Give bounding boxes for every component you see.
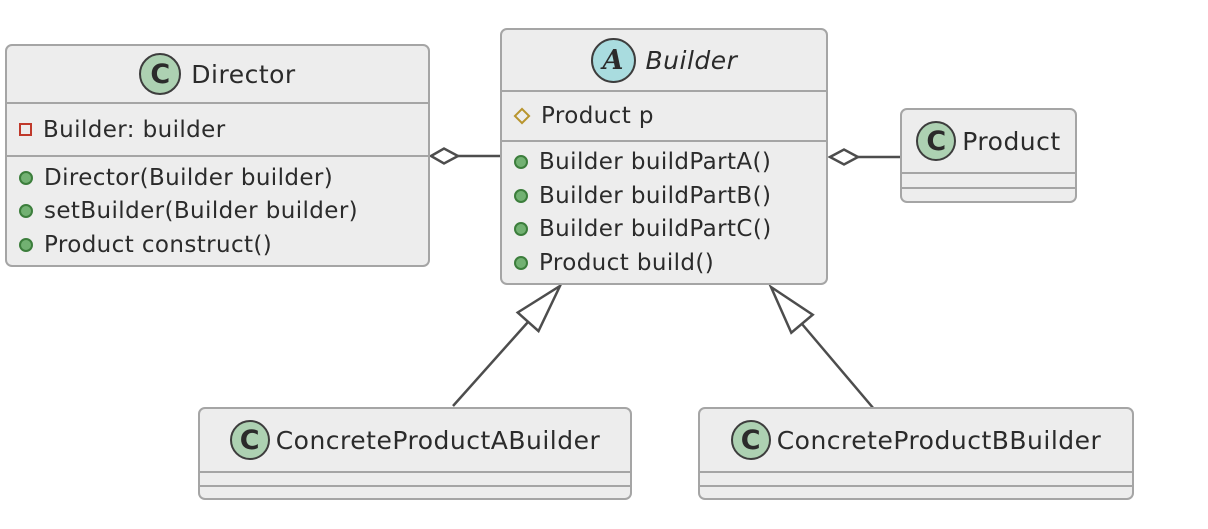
- method-text: Product construct(): [44, 231, 273, 258]
- class-title-concrete-b: ConcreteProductBBuilder: [776, 425, 1102, 455]
- class-director: C Director Builder: builder Director(Bui…: [5, 44, 430, 267]
- generalization-line-concrete-a: [452, 321, 529, 407]
- class-product: C Product: [900, 108, 1077, 203]
- class-icon: C: [730, 420, 771, 460]
- class-header-director: C Director: [7, 46, 428, 102]
- empty-fields-section: [700, 471, 1132, 485]
- generalization-line-concrete-b: [801, 323, 875, 410]
- public-method-icon: [19, 170, 33, 185]
- method-text: setBuilder(Builder builder): [44, 198, 359, 224]
- fields-section-builder: Product p: [502, 90, 826, 140]
- methods-section-builder: Builder buildPartA() Builder buildPartB(…: [502, 140, 826, 283]
- class-concrete-product-a-builder: C ConcreteProductABuilder: [198, 407, 632, 500]
- methods-section-director: Director(Builder builder) setBuilder(Bui…: [7, 155, 428, 265]
- generalization-arrow-concrete-a: [515, 282, 563, 334]
- field-row: Builder: builder: [19, 117, 428, 143]
- method-row: Product build(): [514, 250, 826, 276]
- public-method-icon: [514, 222, 528, 237]
- field-row: Product p: [513, 103, 826, 129]
- method-row: Builder buildPartB(): [514, 183, 826, 209]
- method-row: Product construct(): [19, 232, 428, 258]
- public-method-icon: [514, 188, 528, 203]
- generalization-arrow-concrete-b: [768, 283, 815, 335]
- public-method-icon: [19, 204, 33, 218]
- class-header-product: C Product: [902, 110, 1075, 172]
- public-method-icon: [19, 237, 33, 252]
- empty-methods-section: [200, 485, 630, 498]
- class-icon: C: [229, 420, 270, 460]
- class-builder: A Builder Product p Builder buildPartA()…: [500, 28, 828, 285]
- empty-fields-section: [200, 471, 630, 485]
- protected-field-icon: [513, 107, 531, 125]
- field-text: Product p: [541, 103, 654, 129]
- aggregation-diamond-builder: [827, 148, 861, 166]
- method-row: Builder buildPartA(): [514, 149, 826, 175]
- class-title-builder: Builder: [645, 45, 738, 75]
- method-text: Director(Builder builder): [44, 164, 334, 191]
- class-title-product: Product: [962, 126, 1061, 156]
- empty-fields-section: [902, 172, 1075, 187]
- method-text: Builder buildPartC(): [539, 216, 772, 243]
- method-text: Product build(): [539, 249, 715, 276]
- class-header-concrete-b: C ConcreteProductBBuilder: [700, 409, 1132, 471]
- field-text: Builder: builder: [43, 116, 226, 143]
- public-method-icon: [514, 255, 528, 270]
- class-header-concrete-a: C ConcreteProductABuilder: [200, 409, 630, 471]
- class-title-director: Director: [191, 59, 296, 89]
- abstract-class-icon: A: [590, 37, 636, 83]
- method-row: setBuilder(Builder builder): [19, 198, 428, 224]
- empty-methods-section: [700, 485, 1132, 498]
- private-field-icon: [19, 123, 32, 136]
- method-text: Builder buildPartB(): [539, 182, 772, 209]
- class-icon: C: [916, 121, 957, 161]
- method-row: Director(Builder builder): [19, 165, 428, 191]
- class-concrete-product-b-builder: C ConcreteProductBBuilder: [698, 407, 1134, 500]
- class-icon: C: [139, 53, 182, 95]
- class-header-builder: A Builder: [502, 30, 826, 90]
- aggregation-diamond-director: [428, 147, 461, 165]
- fields-section-director: Builder: builder: [7, 102, 428, 155]
- empty-methods-section: [902, 187, 1075, 201]
- public-method-icon: [514, 155, 528, 170]
- class-title-concrete-a: ConcreteProductABuilder: [275, 425, 601, 455]
- method-row: Builder buildPartC(): [514, 216, 826, 242]
- method-text: Builder buildPartA(): [539, 149, 772, 176]
